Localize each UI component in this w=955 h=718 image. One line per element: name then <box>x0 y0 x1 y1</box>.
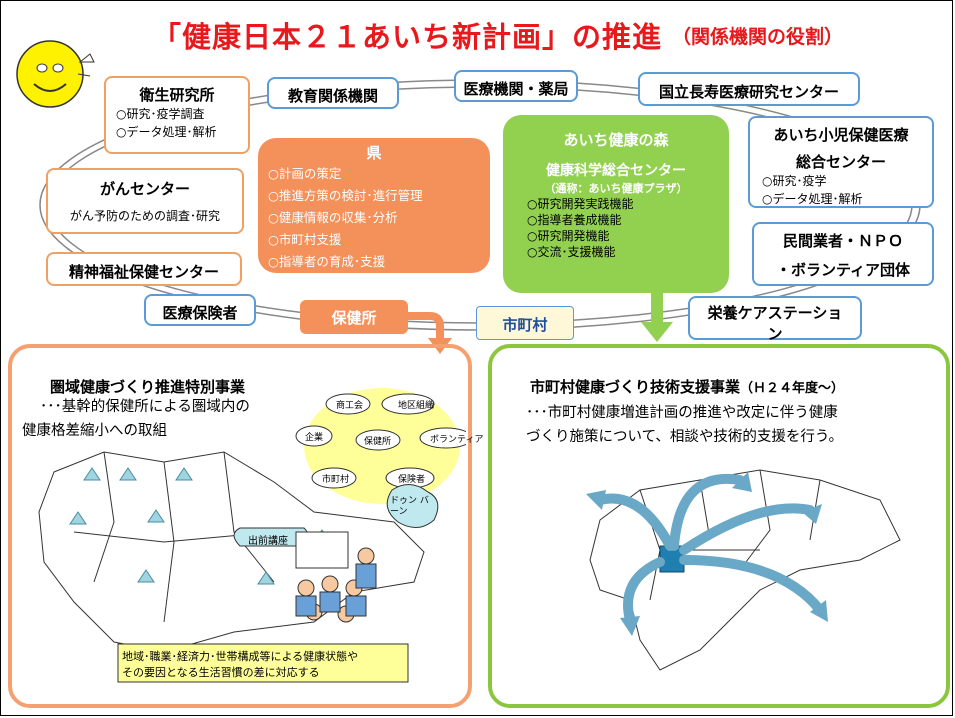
org-kokuritsu: 国立長寿医療研究センター <box>638 72 860 106</box>
panel-shichoson <box>488 344 950 708</box>
org-minkan-name: 民間業者・ＮＰＯ <box>782 232 903 250</box>
panel-kenin-title: 圏域健康づくり推進特別事業 <box>50 378 246 396</box>
panel-kenin <box>8 344 472 708</box>
mori-line: ○指導者養成機能 <box>527 213 622 227</box>
org-shoni-line: ○研究･疫学 <box>762 174 827 188</box>
panel-kenin-text: ･･･基幹的保健所による圏域内の <box>40 399 250 415</box>
org-kyoiku-name: 教育関係機関 <box>287 87 378 105</box>
org-eiyo-name: 栄養ケアステーショ <box>707 304 843 322</box>
org-shichoson: 市町村 <box>476 306 574 340</box>
org-iryo-kikan-name: 医療機関・薬局 <box>463 80 569 98</box>
mori-line: ○研究開発実践機能 <box>527 197 634 211</box>
org-shoni-name: あいち小児保健医療 <box>773 126 909 144</box>
panel-shichoson-text: ･･･市町村健康増進計画の推進や改定に伴う健康 <box>526 405 838 421</box>
ken-line: ○推進方策の検討･進行管理 <box>268 188 423 203</box>
org-iryo-kikan: 医療機関・薬局 <box>454 70 578 102</box>
bubble-label: 市町村 <box>322 475 350 485</box>
org-minkan-name2: ・ボランティア団体 <box>775 261 911 279</box>
panel-shichoson-title: 市町村健康づくり技術支援事業（Ｈ２４年度～） <box>530 376 844 397</box>
mori-box: あいち健康の森 健康科学総合センター （通称：あいち健康プラザ） ○研究開発実践… <box>503 115 729 293</box>
org-eisei-name: 衛生研究所 <box>139 86 215 104</box>
org-eiyo: 栄養ケアステーショ ン <box>688 296 862 343</box>
org-minkan: 民間業者・ＮＰＯ ・ボランティア団体 <box>752 222 934 286</box>
page-title: 「健康日本２１あいち新計画」の推進 <box>152 20 663 54</box>
mori-name: あいち健康の森 <box>563 131 669 149</box>
bubble-label: 商工会 <box>336 401 364 411</box>
org-hoken-sha-name: 医療保険者 <box>162 304 238 322</box>
mori-line: ○交流･支援機能 <box>527 245 616 259</box>
org-seishin: 精神福祉保健センター <box>46 252 242 286</box>
ken-line: ○計画の策定 <box>268 166 342 181</box>
bubble-label: ボランティア <box>430 435 484 445</box>
callout-doon: ドゥン バーン <box>390 496 429 517</box>
ken-box: 県 ○計画の策定 ○推進方策の検討･進行管理 ○健康情報の収集･分析 ○市町村支… <box>258 138 490 273</box>
ken-name: 県 <box>366 144 382 162</box>
mori-nickname: （通称：あいち健康プラザ） <box>544 182 688 195</box>
panel-shichoson-title-main: 市町村健康づくり技術支援事業 <box>530 378 741 396</box>
bubble-label: 保健所 <box>364 437 392 447</box>
org-shichoson-name: 市町村 <box>502 316 548 334</box>
org-hokenjo: 保健所 <box>300 300 408 334</box>
bubble-label: 地区組織 <box>398 401 435 411</box>
mascot-icon <box>16 40 95 108</box>
org-eisei-line: ○データ処理･解析 <box>116 125 217 139</box>
org-seishin-name: 精神福祉保健センター <box>68 263 219 281</box>
bubble-label: 保険者 <box>398 475 426 485</box>
org-kokuritsu-name: 国立長寿医療研究センター <box>658 83 839 101</box>
bubble-label: 企業 <box>305 433 324 443</box>
panel-kenin-text: 健康格差縮小への取組 <box>22 423 167 439</box>
mori-line: ○研究開発機能 <box>527 229 610 243</box>
org-hokenjo-name: 保健所 <box>331 309 377 327</box>
kenin-illustration <box>38 388 466 683</box>
callout-demae: 出前講座 <box>248 536 288 547</box>
org-shoni: あいち小児保健医療 総合センター ○研究･疫学 ○データ処理･解析 <box>748 116 934 208</box>
org-gan-name: がんセンター <box>99 180 190 198</box>
org-eisei: 衛生研究所 ○研究･疫学調査 ○データ処理･解析 <box>104 76 250 154</box>
note-line: 地域･職業･経済力･世帯構成等による健康状態や <box>122 650 359 663</box>
ken-line: ○指導者の育成･支援 <box>268 254 386 269</box>
note-line: その要因となる生活習慣の差に対応する <box>122 666 320 679</box>
mori-sub: 健康科学総合センター <box>546 163 686 179</box>
org-shoni-name2: 総合センター <box>795 153 886 171</box>
org-eisei-line: ○研究･疫学調査 <box>116 107 205 121</box>
panel-shichoson-text: づくり施策について、相談や技術的支援を行う。 <box>526 429 843 445</box>
ken-line: ○市町村支援 <box>268 232 342 247</box>
org-gan-line: がん予防のための調査･研究 <box>69 209 220 223</box>
ken-line: ○健康情報の収集･分析 <box>268 210 398 225</box>
org-shoni-line: ○データ処理･解析 <box>762 192 863 206</box>
page-subtitle: （関係機関の役割） <box>672 26 844 48</box>
org-eiyo-name2: ン <box>767 325 783 343</box>
panel-shichoson-title-tail: （Ｈ２４年度～） <box>740 381 845 396</box>
aichi-map <box>586 469 901 671</box>
org-kyoiku: 教育関係機関 <box>267 77 399 109</box>
org-hoken-sha: 医療保険者 <box>144 294 256 326</box>
org-gan: がんセンター がん予防のための調査･研究 <box>46 168 244 234</box>
